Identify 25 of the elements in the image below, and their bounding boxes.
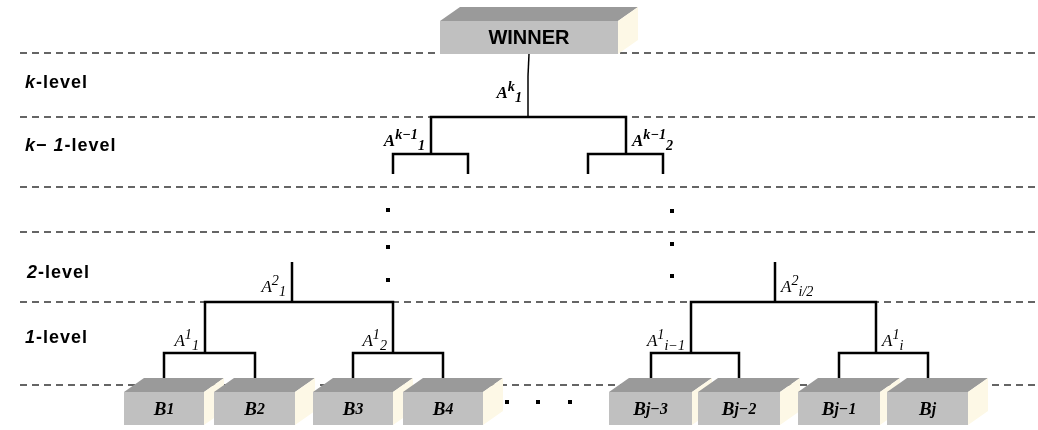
tree-line <box>203 300 292 324</box>
tree-line <box>649 351 691 378</box>
tree-line <box>162 351 205 378</box>
level-label: 2-level <box>27 262 91 283</box>
tree-line <box>393 351 445 378</box>
tree-line <box>205 351 257 378</box>
tree-line <box>527 53 530 77</box>
tree-line <box>391 152 431 174</box>
tree-line <box>290 262 294 270</box>
tree-line <box>351 351 393 378</box>
tree-line <box>292 300 395 324</box>
tree-line <box>429 115 528 124</box>
level-label: k− 1-level <box>25 135 117 156</box>
tree-line <box>837 351 876 378</box>
level-label: 1-level <box>25 327 89 348</box>
tree-line <box>773 262 777 270</box>
tree-line <box>691 351 741 378</box>
level-label: k-level <box>25 72 89 93</box>
tree-line <box>431 152 470 174</box>
tree-line <box>626 152 665 174</box>
tree-line <box>775 300 878 324</box>
tree-line <box>586 152 626 174</box>
tree-line <box>876 351 930 378</box>
tree-line <box>689 300 775 324</box>
tree-line <box>528 115 628 124</box>
